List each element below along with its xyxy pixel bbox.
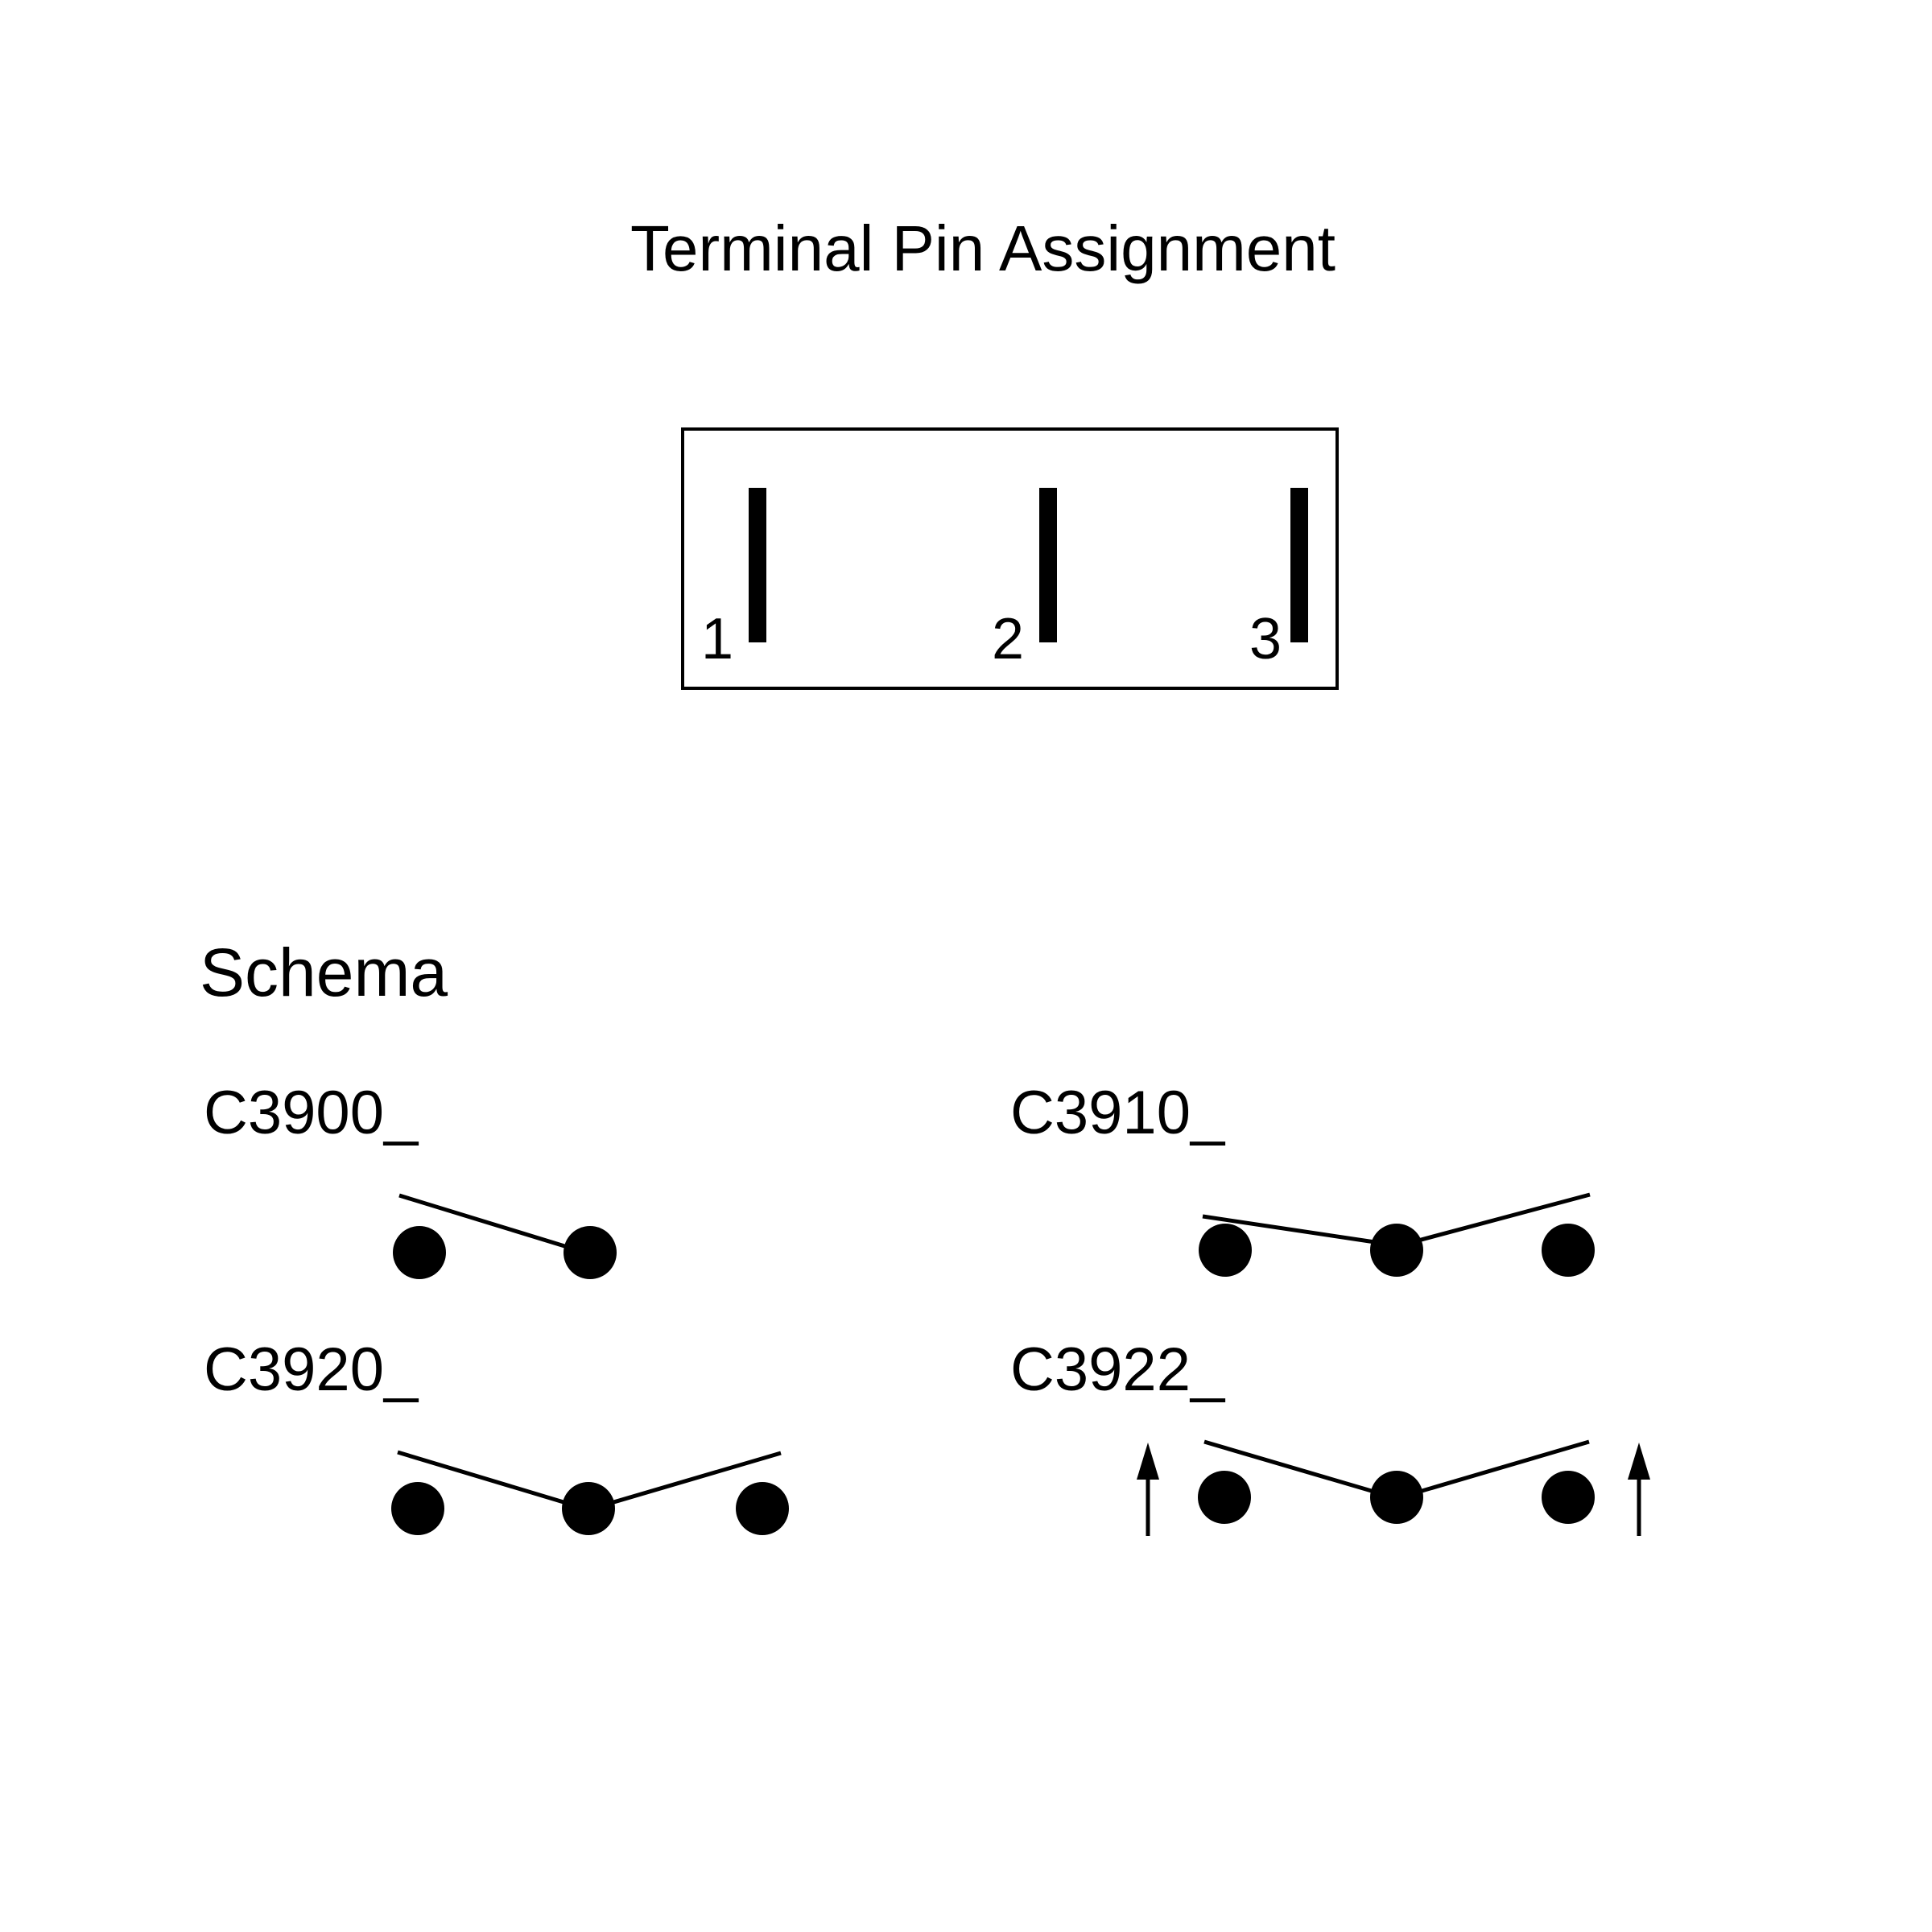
terminal-dot: [736, 1482, 789, 1535]
terminal-dot: [562, 1482, 615, 1535]
contact-lever: [397, 1450, 580, 1509]
schema-heading: Schema: [200, 935, 448, 1010]
terminal-dot: [1370, 1471, 1423, 1524]
momentary-arrow-icon: [1137, 1443, 1159, 1536]
terminal-dot: [1370, 1224, 1423, 1277]
contact-lever: [398, 1193, 581, 1253]
pin-1-blade: [749, 488, 766, 642]
terminal-dot: [1198, 1471, 1251, 1524]
pin-1-label: 1: [701, 607, 733, 671]
terminal-dot: [393, 1226, 446, 1279]
variant-c3900: C3900_: [204, 1079, 617, 1279]
variant-code: C3922_: [1010, 1335, 1226, 1404]
momentary-arrow-icon: [1628, 1443, 1650, 1536]
terminal-dot: [1542, 1471, 1595, 1524]
pin-3-blade: [1290, 488, 1308, 642]
variant-code: C3910_: [1010, 1079, 1226, 1147]
contact-lever: [1402, 1192, 1591, 1247]
page-title: Terminal Pin Assignment: [630, 213, 1335, 284]
terminal-housing: 1 2 3: [681, 427, 1339, 690]
terminal-dot: [564, 1226, 617, 1279]
variant-code: C3920_: [204, 1335, 419, 1404]
pin-3-label: 3: [1249, 607, 1282, 671]
pin-2-blade: [1039, 488, 1057, 642]
terminal-dot: [1199, 1224, 1252, 1277]
contact-lever: [1405, 1439, 1590, 1498]
contact-lever: [1202, 1214, 1392, 1247]
variant-c3922: C3922_: [1010, 1335, 1650, 1536]
pin-2-label: 2: [992, 607, 1024, 671]
variant-c3910: C3910_: [1010, 1079, 1595, 1277]
housing-outline: [681, 427, 1339, 690]
variant-code: C3900_: [204, 1079, 419, 1147]
contact-lever: [597, 1451, 782, 1509]
terminal-dot: [391, 1482, 444, 1535]
terminal-dot: [1542, 1224, 1595, 1277]
variant-c3920: C3920_: [204, 1335, 789, 1535]
contact-lever: [1203, 1439, 1389, 1498]
